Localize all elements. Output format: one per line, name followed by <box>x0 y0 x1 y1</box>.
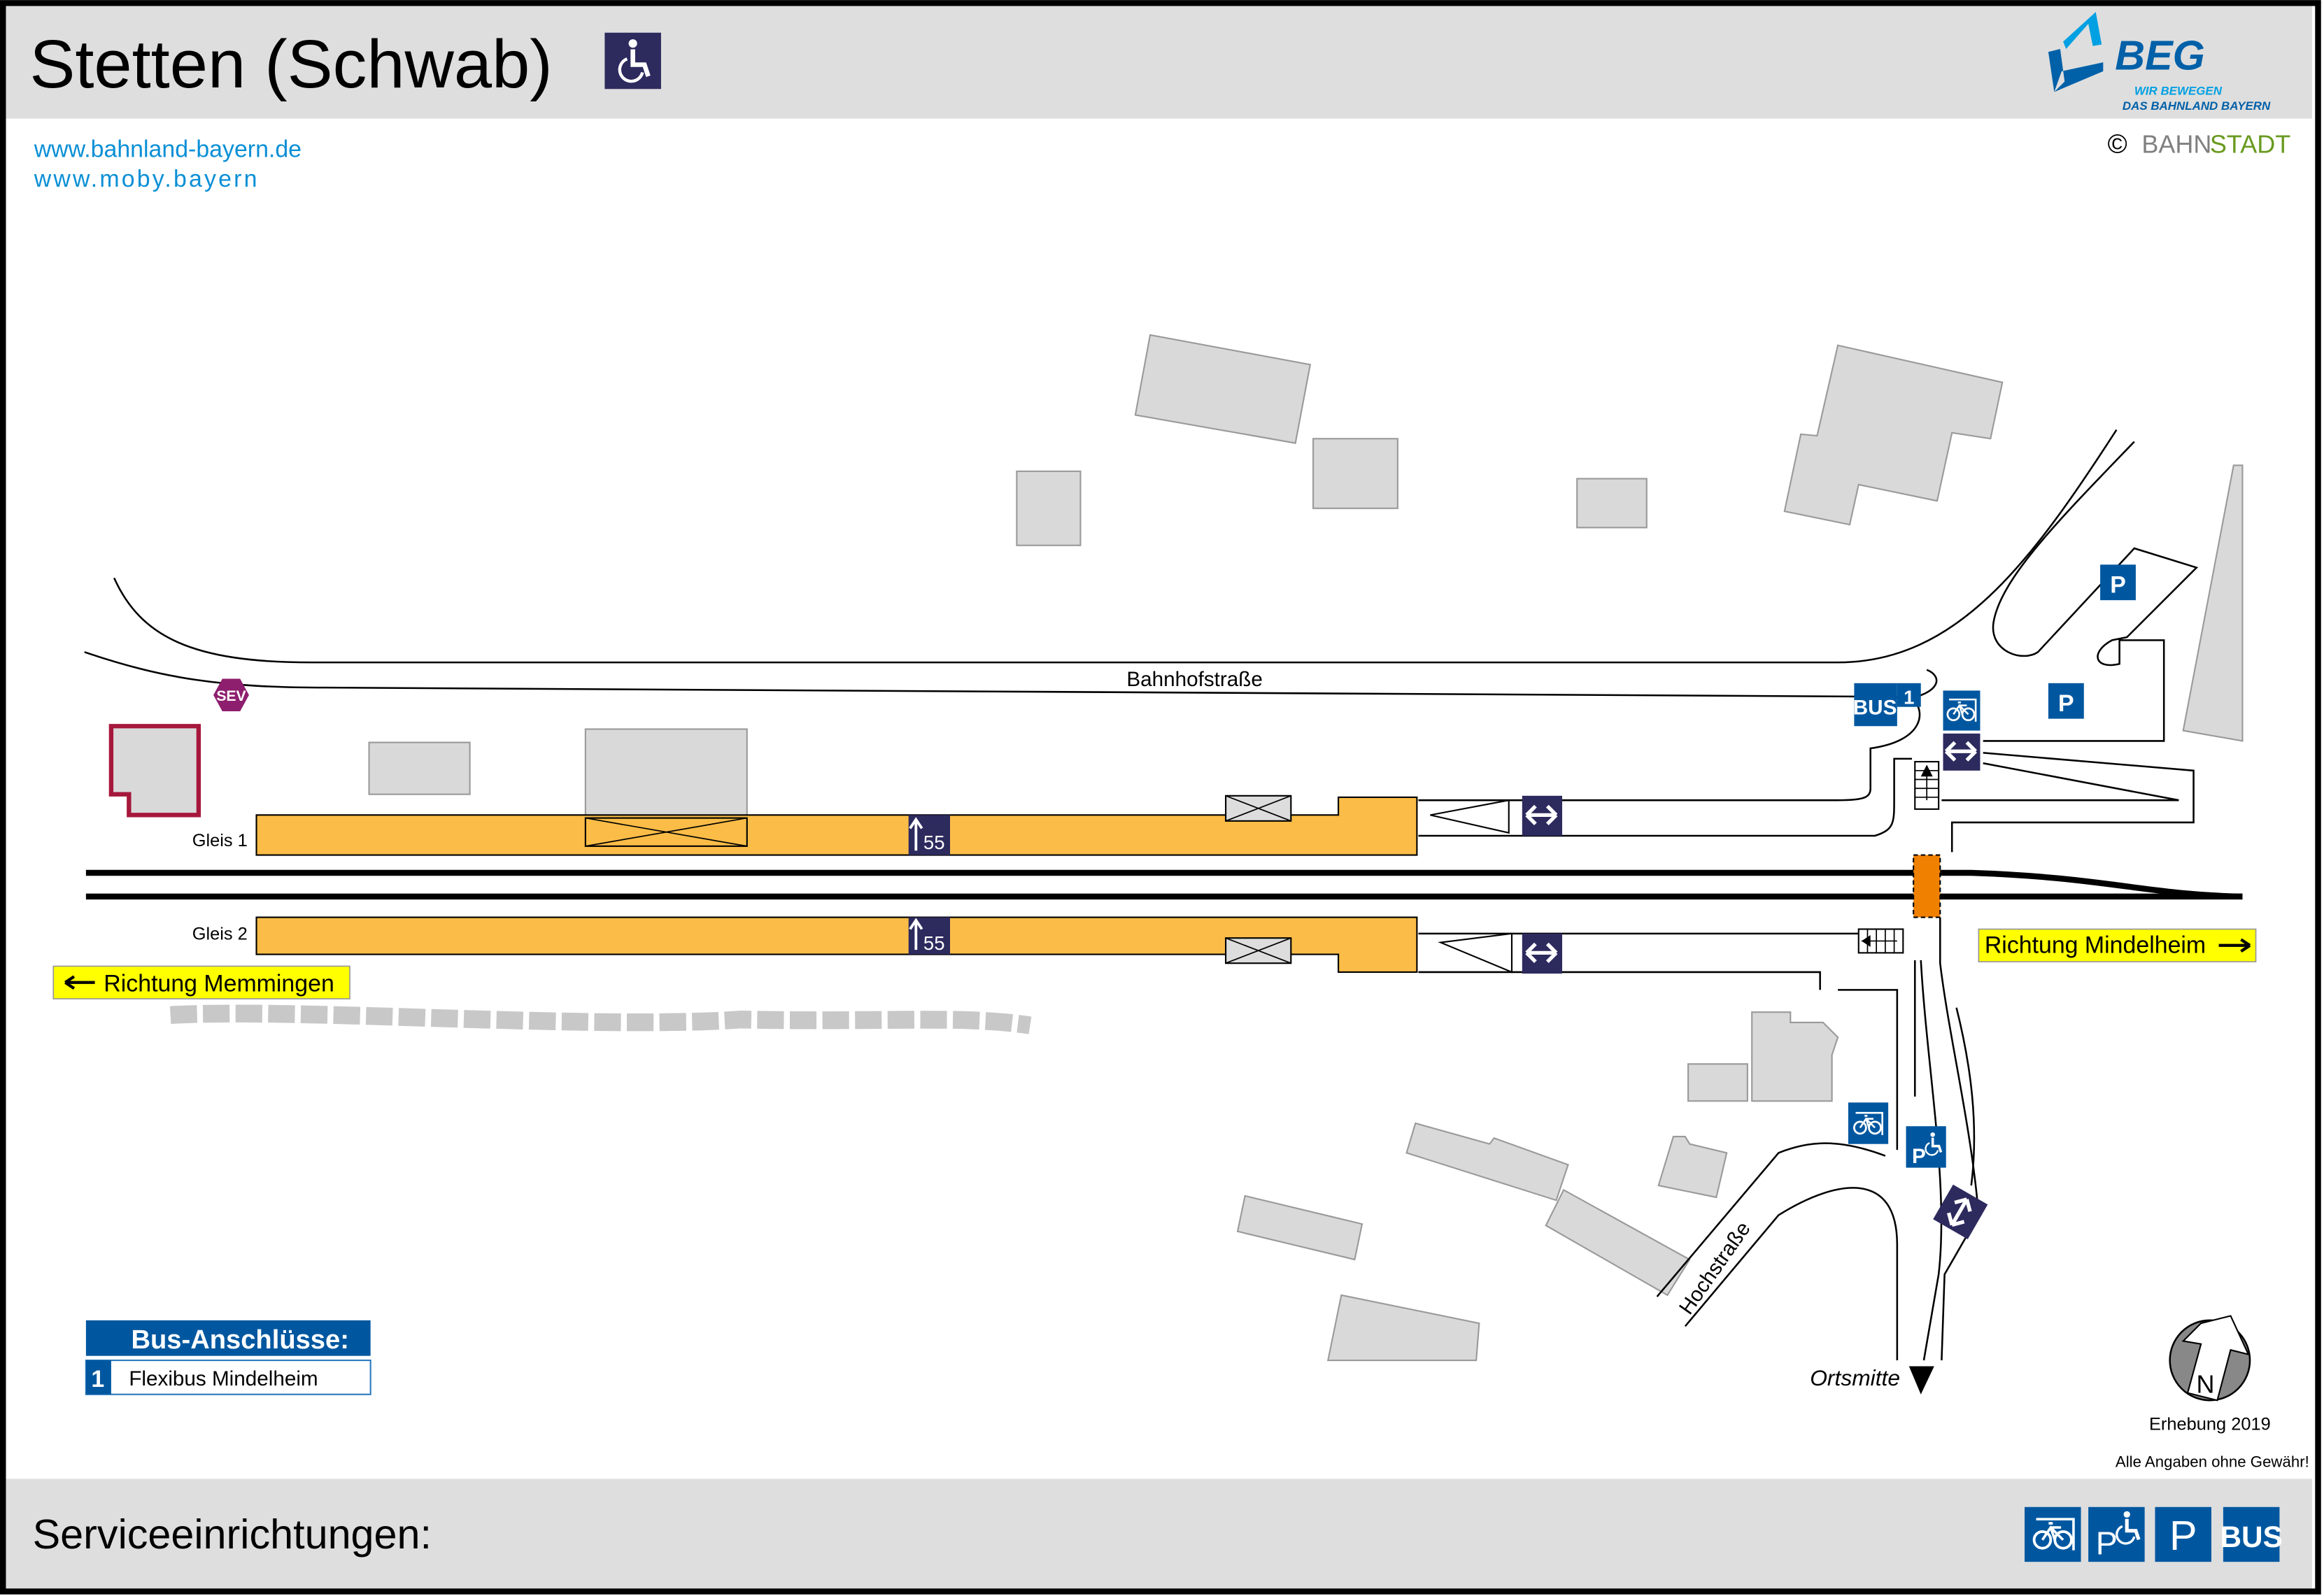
shelter-icon <box>1225 795 1292 822</box>
bike-parking-icon <box>2025 1506 2081 1562</box>
copyright-bahnstadt: © BAHN STADT <box>2108 129 2291 159</box>
bidirectional-arrow-icon <box>1943 733 1981 771</box>
disclaimer: Alle Angaben ohne Gewähr! <box>2116 1453 2309 1471</box>
sev-stop-icon: SEV <box>213 678 249 712</box>
bidirectional-arrow-icon <box>1933 1184 1988 1239</box>
svg-text:BEG: BEG <box>2115 32 2205 79</box>
svg-text:N: N <box>2197 1370 2215 1399</box>
platform-2 <box>255 916 1418 973</box>
survey-year: Erhebung 2019 <box>2149 1415 2271 1434</box>
svg-text:P: P <box>2058 690 2074 717</box>
svg-text:STADT: STADT <box>2210 129 2290 158</box>
disabled-parking-icon: P <box>1906 1126 1946 1168</box>
header-band <box>6 6 2313 119</box>
svg-text:BUS: BUS <box>2220 1520 2282 1553</box>
stairs-icon <box>1857 761 1940 954</box>
svg-text:55: 55 <box>923 932 945 954</box>
svg-text:DAS BAHNLAND BAYERN: DAS BAHNLAND BAYERN <box>2123 99 2271 113</box>
platform-height-sign-1: 55 <box>908 815 951 855</box>
north-arrow-icon: N <box>2169 1315 2251 1402</box>
parking-sign: P <box>2100 564 2136 601</box>
footer-band <box>6 1479 2313 1589</box>
svg-text:1: 1 <box>1904 686 1914 708</box>
platform-label-gleis-1: Gleis 1 <box>192 831 248 850</box>
bus-connections-title: Bus-Anschlüsse: <box>131 1325 348 1355</box>
svg-text:Richtung Memmingen: Richtung Memmingen <box>104 970 334 997</box>
svg-text:P: P <box>2110 572 2126 599</box>
bus-line-number: 1 <box>91 1366 104 1392</box>
redacted-scribble <box>169 1004 1032 1034</box>
page-title: Stetten (Schwab) <box>29 26 552 102</box>
level-crossing <box>1913 854 1941 918</box>
link-moby-bayern[interactable]: www.moby.bayern <box>34 166 260 192</box>
svg-text:P: P <box>2169 1512 2197 1559</box>
svg-text:SEV: SEV <box>216 688 246 704</box>
svg-text:BAHN: BAHN <box>2141 129 2211 158</box>
buildings <box>108 334 2244 1362</box>
parking-icon: P <box>2155 1506 2211 1562</box>
link-bahnland-bayern[interactable]: www.bahnland-bayern.de <box>34 136 302 163</box>
svg-text:P: P <box>1912 1145 1926 1168</box>
svg-text:WIR BEWEGEN: WIR BEWEGEN <box>2134 85 2223 98</box>
platform-label-gleis-2: Gleis 2 <box>192 924 248 943</box>
direction-mindelheim: Richtung Mindelheim <box>1978 928 2257 962</box>
beg-logo: BEG WIR BEWEGEN DAS BAHNLAND BAYERN <box>2048 12 2271 113</box>
ortsmitte-label: Ortsmitte <box>1810 1365 1934 1395</box>
direction-memmingen: Richtung Memmingen <box>52 965 350 999</box>
svg-text:55: 55 <box>923 832 945 853</box>
street-label-bahnhofstrasse: Bahnhofstraße <box>1126 668 1263 691</box>
bus-icon: BUS <box>2220 1506 2283 1562</box>
svg-text:Richtung Mindelheim: Richtung Mindelheim <box>1985 932 2206 958</box>
bus-connections-table: Bus-Anschlüsse: 1 Flexibus Mindelheim <box>85 1320 371 1395</box>
shelter-icon <box>1225 937 1292 964</box>
svg-text:©: © <box>2108 129 2127 159</box>
station-building <box>108 724 201 818</box>
disabled-parking-icon: P <box>2088 1506 2145 1562</box>
bidirectional-arrow-icon <box>1522 795 1563 836</box>
platform-height-sign-2: 55 <box>908 917 951 955</box>
platform-1 <box>255 795 1418 856</box>
bike-parking-icon <box>1848 1102 1889 1144</box>
bike-parking-icon <box>1943 690 1981 731</box>
bus-stop-sign: BUS 1 <box>1853 683 1921 727</box>
bidirectional-arrow-icon <box>1522 933 1563 974</box>
parking-sign: P <box>2048 683 2084 719</box>
bus-line-name: Flexibus Mindelheim <box>129 1367 318 1390</box>
wheelchair-icon <box>604 32 661 90</box>
svg-text:P: P <box>2096 1525 2118 1562</box>
service-facilities-label: Serviceeinrichtungen: <box>33 1511 432 1558</box>
svg-text:BUS: BUS <box>1853 696 1897 719</box>
svg-text:Ortsmitte: Ortsmitte <box>1810 1365 1900 1390</box>
tracks <box>85 869 2243 900</box>
